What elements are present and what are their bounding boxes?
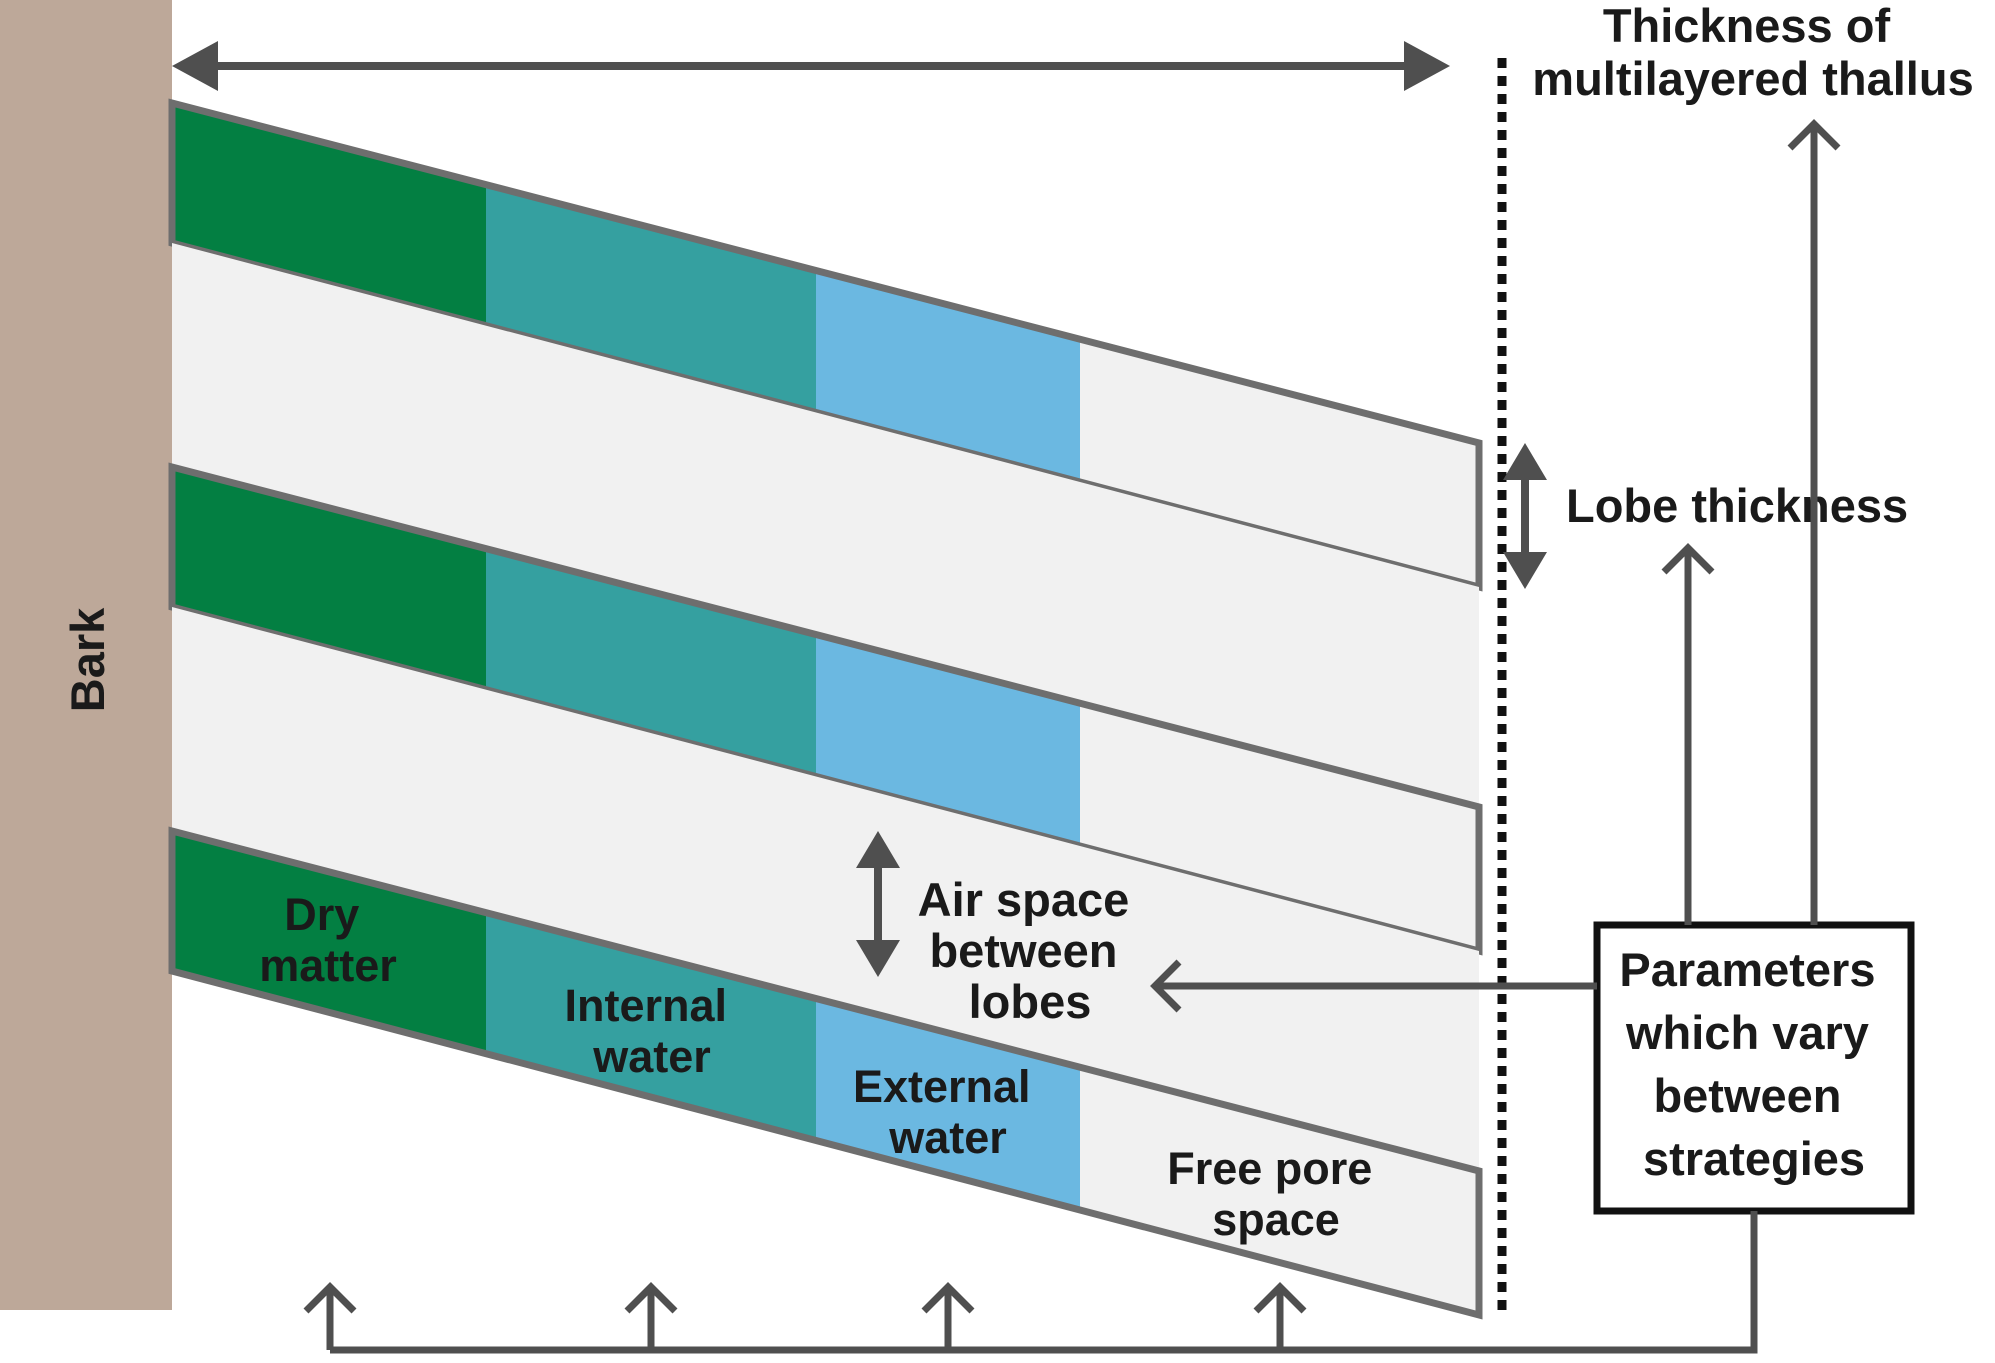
bark-rect <box>0 0 172 1310</box>
air-space-label: Air space between lobes <box>918 873 1143 1028</box>
thallus-thickness-arrow <box>172 41 1450 91</box>
internal-water-label: Internal water <box>564 980 739 1082</box>
lobe-outline <box>168 826 1483 1320</box>
external-water-label: External water <box>853 1061 1043 1163</box>
air-space-2 <box>172 607 1479 1171</box>
free-pore-space-label: Free pore space <box>1167 1143 1385 1245</box>
bark-label: Bark <box>61 607 114 712</box>
air-space-1 <box>172 243 1479 807</box>
dry-matter-label: Dry matter <box>259 889 397 991</box>
lobe-thickness-label: Lobe thickness <box>1566 479 1908 532</box>
parameters-box <box>1593 921 1915 1215</box>
thallus-thickness-label: Thickness of multilayered thallus <box>1532 0 1973 105</box>
lobe-thickness-arrow <box>1503 443 1547 589</box>
parameters-label: Parameters which vary between strategies <box>1619 943 1888 1185</box>
air-space-arrow <box>856 831 900 977</box>
parameter-arrows <box>303 119 1841 1354</box>
